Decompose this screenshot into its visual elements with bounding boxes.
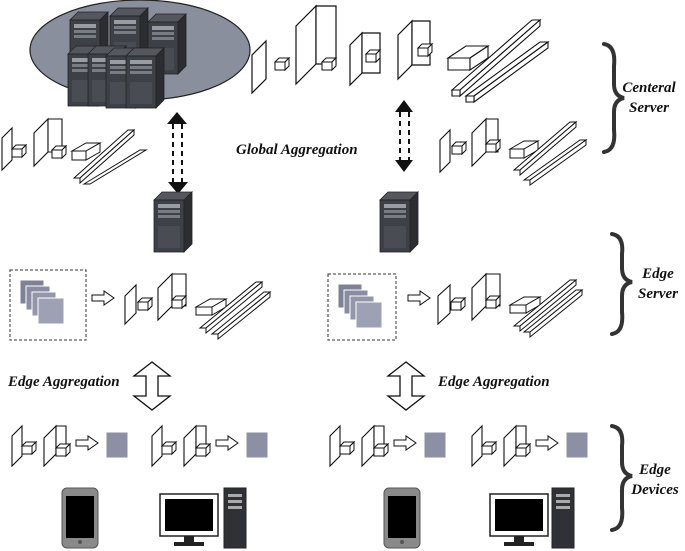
tier-label-line: Edge [639,462,671,478]
cnn-model-icon [1,117,148,185]
server-cluster-icon [29,0,251,109]
double-arrow-icon [91,290,115,306]
double-arrow-icon [386,361,426,411]
data-stack-icon [327,273,397,341]
cnn-model-icon [329,424,447,468]
cnn-model-icon [11,424,129,468]
tier-brace [602,42,633,532]
desktop-computer-icon [159,487,247,549]
smartphone-icon [383,487,421,549]
cnn-model-icon [151,424,269,468]
double-arrow-icon [407,290,431,306]
edge-aggregation-label-left: Edge Aggregation [8,374,120,390]
global-aggregation-label: Global Aggregation [236,142,358,158]
cnn-model-icon [471,424,589,468]
double-arrow-icon [132,361,172,411]
desktop-computer-icon [489,487,575,549]
tier-label-line: Centeral [622,80,676,96]
edge-aggregation-label-right: Edge Aggregation [438,374,550,390]
tier-label-edge-server: Edge Server [630,264,685,304]
tier-label-line: Server [638,286,678,302]
cnn-model-icon [124,272,272,341]
data-stack-icon [9,269,87,341]
tier-label-line: Devices [631,482,679,498]
tier-label-line: Server [629,100,669,116]
tier-label-central-server: Centeral Server [616,78,682,118]
tier-label-edge-devices: Edge Devices [626,460,684,500]
dashed-arrow-icon [395,100,413,172]
server-tower-icon [153,191,193,253]
cnn-model-icon [439,117,588,186]
tier-label-line: Edge [642,266,674,282]
cnn-model-icon [437,272,584,339]
dashed-arrow-icon [167,112,188,194]
smartphone-icon [61,487,99,549]
cnn-model-icon [251,4,550,104]
server-tower-icon [379,191,419,253]
